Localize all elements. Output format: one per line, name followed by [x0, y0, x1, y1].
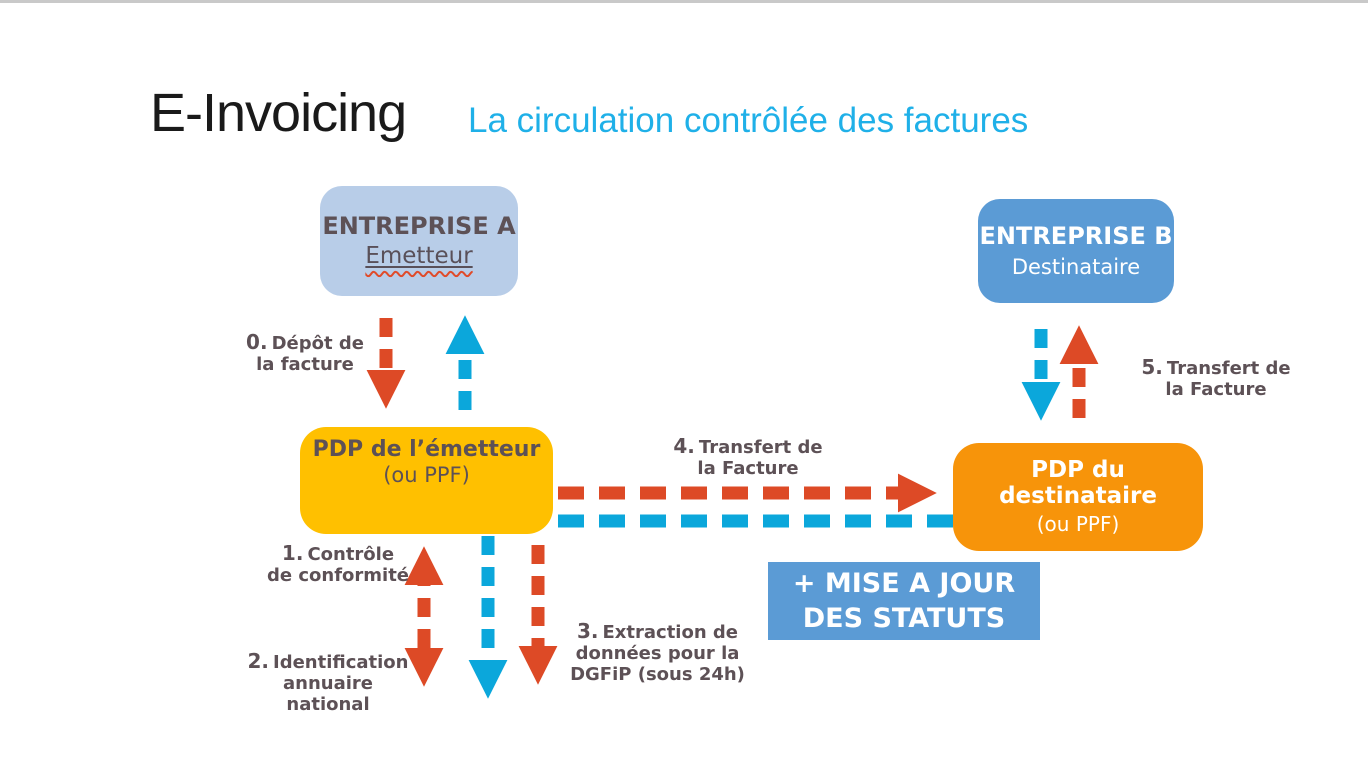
step-4-number: 4.: [673, 434, 695, 458]
window-top-border: [0, 0, 1368, 3]
pdp-destinataire-title: PDP du destinataire: [999, 457, 1157, 509]
label-step-4-transfert-facture: 4.Transfert de la Facture: [658, 434, 838, 480]
page-title: E-Invoicing: [150, 83, 407, 143]
entreprise-a-title: ENTREPRISE A: [322, 211, 516, 240]
step-3-line1: Extraction de: [602, 622, 739, 643]
box-entreprise-a: ENTREPRISE A Emetteur: [320, 186, 518, 296]
entreprise-a-subtitle: Emetteur: [365, 243, 472, 269]
step-1-number: 1.: [281, 541, 304, 565]
pdp-destinataire-subtitle: (ou PPF): [1036, 511, 1120, 536]
entreprise-b-title: ENTREPRISE B: [979, 222, 1173, 251]
step-0-line2: la facture: [256, 354, 354, 375]
step-3-line3: DGFiP (sous 24h): [570, 664, 745, 685]
step-1-line2: de conformité: [266, 565, 410, 586]
pdp-emetteur-subtitle: (ou PPF): [383, 463, 470, 488]
box-entreprise-b: ENTREPRISE B Destinataire: [978, 199, 1174, 303]
label-step-5-transfert-facture: 5.Transfert de la Facture: [1141, 355, 1291, 401]
label-step-2-identification-annuaire: 2.Identification annuaire national: [243, 649, 413, 716]
step-3-number: 3.: [576, 619, 599, 643]
page-subtitle: La circulation contrôlée des factures: [468, 101, 1029, 140]
step-5-line2: la Facture: [1165, 379, 1267, 400]
statuts-line1: + MISE A JOUR: [792, 567, 1016, 599]
spellcheck-underline: Emetteur: [365, 243, 473, 270]
step-0-number: 0.: [246, 330, 268, 354]
step-2-line2: annuaire national: [283, 673, 373, 715]
label-step-0-depot-facture: 0.Dépôt de la facture: [235, 330, 375, 376]
entreprise-b-subtitle: Destinataire: [1011, 254, 1141, 279]
step-5-number: 5.: [1141, 355, 1163, 379]
label-step-3-extraction-dgfip: 3.Extraction de données pour la DGFiP (s…: [570, 619, 745, 686]
step-2-number: 2.: [247, 649, 269, 673]
step-4-line1: Transfert de: [698, 437, 823, 458]
box-mise-a-jour-statuts: + MISE A JOUR DES STATUTS: [768, 562, 1040, 640]
step-4-line2: la Facture: [697, 458, 799, 479]
pdp-emetteur-title: PDP de l’émetteur: [312, 437, 541, 462]
box-pdp-destinataire: PDP du destinataire (ou PPF): [953, 443, 1203, 551]
step-2-line1: Identification: [273, 652, 409, 673]
step-5-line1: Transfert de: [1166, 358, 1291, 379]
step-0-line1: Dépôt de: [271, 333, 364, 354]
label-step-1-controle-conformite: 1.Contrôle de conformité: [263, 541, 413, 587]
statuts-line2: DES STATUTS: [802, 603, 1006, 634]
step-3-line2: données pour la: [575, 643, 740, 664]
box-pdp-emetteur: PDP de l’émetteur (ou PPF): [300, 427, 553, 534]
step-1-line1: Contrôle: [307, 544, 395, 565]
